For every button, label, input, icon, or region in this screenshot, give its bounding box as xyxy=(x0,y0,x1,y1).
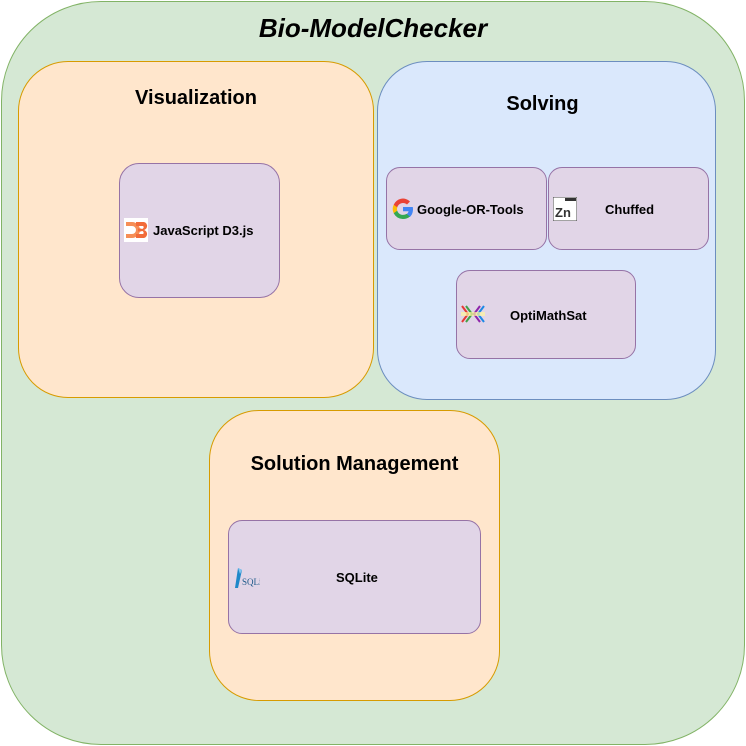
minizinc-logo-icon: Zn xyxy=(553,197,577,221)
svg-text:SQLite: SQLite xyxy=(242,577,260,587)
component-label: OptiMathSat xyxy=(510,308,587,323)
optimathsat-logo-icon xyxy=(461,305,485,323)
visualization-title: Visualization xyxy=(135,87,257,109)
component-chuffed: Zn Chuffed xyxy=(548,167,709,250)
component-google-or-tools: Google-OR-Tools xyxy=(386,167,547,250)
component-d3js: JavaScript D3.js xyxy=(119,163,280,298)
component-label: Chuffed xyxy=(605,202,655,217)
svg-text:Zn: Zn xyxy=(555,205,571,220)
component-label: JavaScript D3.js xyxy=(153,223,254,238)
component-optimathsat: OptiMathSat xyxy=(456,270,636,359)
solving-title: Solving xyxy=(506,93,579,115)
component-label: SQLite xyxy=(336,570,378,585)
component-sqlite: SQLite SQLite xyxy=(228,520,481,634)
d3-logo-icon xyxy=(124,218,148,242)
component-label: Google-OR-Tools xyxy=(417,202,524,217)
sqlite-logo-icon: SQLite xyxy=(235,568,260,588)
google-logo-icon xyxy=(392,198,413,220)
solution-management-title: Solution Management xyxy=(250,453,459,475)
diagram-title: Bio-ModelChecker xyxy=(258,13,488,43)
